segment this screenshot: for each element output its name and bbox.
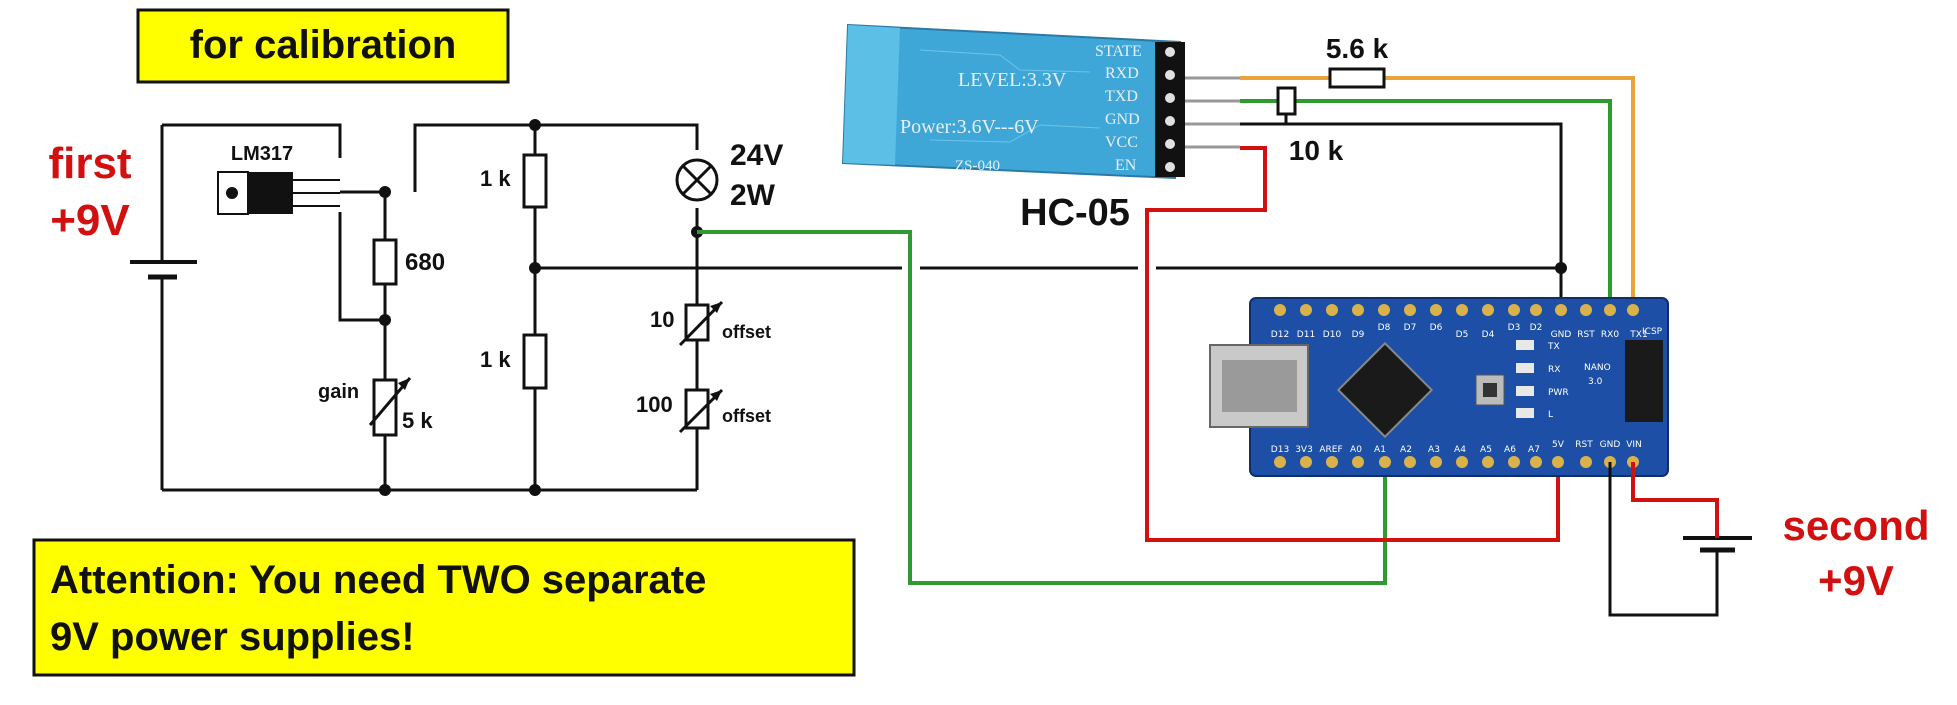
lamp-label-power: 2W <box>730 179 776 212</box>
svg-text:RX0: RX0 <box>1601 330 1619 340</box>
svg-text:RST: RST <box>1575 440 1593 450</box>
svg-text:D8: D8 <box>1378 323 1391 333</box>
svg-text:A5: A5 <box>1480 445 1492 455</box>
red-5v-wire <box>1145 146 1560 542</box>
svg-text:D4: D4 <box>1482 330 1495 340</box>
resistor-1k-top <box>522 153 548 209</box>
lm317-label: LM317 <box>231 143 293 165</box>
attention-line-1: Attention: You need TWO separate <box>50 558 706 602</box>
svg-text:VIN: VIN <box>1626 440 1642 450</box>
vin-red-wire <box>1631 462 1719 538</box>
svg-text:RX: RX <box>1548 365 1560 375</box>
left-circuit-wires <box>162 123 699 492</box>
svg-text:RST: RST <box>1577 330 1595 340</box>
hc05-pin-txd: TXD <box>1105 88 1138 105</box>
nano-bottom-pin-holes <box>1274 456 1639 468</box>
svg-text:D5: D5 <box>1456 330 1469 340</box>
gain-potentiometer <box>368 377 412 437</box>
svg-text:5V: 5V <box>1552 440 1565 450</box>
resistor-680 <box>372 238 398 286</box>
hc05-pin-leads <box>1185 76 1240 149</box>
nano-board-version: 3.0 <box>1588 377 1603 387</box>
hc05-model-text: ZS-040 <box>955 158 1000 174</box>
trimmer-100-label: 100 <box>636 392 673 417</box>
svg-text:GND: GND <box>1600 440 1621 450</box>
resistor-1k-bottom-label: 1 k <box>480 347 511 372</box>
green-signal-wire <box>697 230 1387 585</box>
gain-label: gain <box>318 381 359 403</box>
nano-led-labels: TX RX PWR L <box>1547 342 1569 420</box>
hc05-label: HC-05 <box>1020 192 1130 234</box>
svg-text:A0: A0 <box>1350 445 1362 455</box>
green-rx0-wire <box>1295 99 1612 305</box>
svg-text:A4: A4 <box>1454 445 1466 455</box>
resistor-1k-top-label: 1 k <box>480 166 511 191</box>
calibration-label: for calibration <box>190 23 457 67</box>
svg-text:D7: D7 <box>1404 323 1417 333</box>
hc05-pin-state: STATE <box>1095 43 1142 60</box>
first-supply-label-2: +9V <box>50 196 130 245</box>
nano-top-pin-holes <box>1274 304 1639 316</box>
hc05-level-text: LEVEL:3.3V <box>958 69 1067 91</box>
offset-label-1: offset <box>722 322 771 342</box>
resistor-5-6k <box>1328 67 1386 89</box>
hc05-pin-labels: STATE RXD TXD GND VCC EN <box>1095 43 1142 174</box>
first-battery <box>130 125 197 490</box>
svg-text:AREF: AREF <box>1319 445 1342 455</box>
svg-text:A6: A6 <box>1504 445 1516 455</box>
hc05-module: LEVEL:3.3V Power:3.6V---6V ZS-040 <box>841 23 1185 180</box>
svg-text:GND: GND <box>1551 330 1572 340</box>
attention-line-2: 9V power supplies! <box>50 615 415 659</box>
lm317-regulator <box>217 171 340 215</box>
resistor-1k-bottom <box>522 333 548 390</box>
trimmer-10-offset <box>678 300 724 347</box>
svg-text:D12: D12 <box>1271 330 1289 340</box>
svg-text:A3: A3 <box>1428 445 1440 455</box>
svg-text:D9: D9 <box>1352 330 1365 340</box>
svg-text:TX1: TX1 <box>1629 330 1647 340</box>
lamp-label-voltage: 24V <box>730 139 783 172</box>
attention-box: Attention: You need TWO separate 9V powe… <box>32 538 856 677</box>
potentiometer-10k-label: 10 k <box>1289 135 1344 166</box>
svg-text:3V3: 3V3 <box>1295 445 1313 455</box>
resistor-680-label: 680 <box>405 249 445 276</box>
hc05-pin-en: EN <box>1115 157 1137 174</box>
hc05-pin-holes <box>1165 47 1175 172</box>
nano-bottom-pin-labels: D13 3V3 AREF A0 A1 A2 A3 A4 A5 A6 A7 5V … <box>1271 440 1642 455</box>
first-supply-label-1: first <box>48 139 131 188</box>
nano-icsp-label: ICSP <box>1642 327 1663 337</box>
offset-label-2: offset <box>722 406 771 426</box>
nano-board-name: NANO <box>1584 363 1611 373</box>
lamp-symbol <box>675 158 719 202</box>
svg-text:A1: A1 <box>1374 445 1386 455</box>
second-supply-label-1: second <box>1782 502 1929 549</box>
potentiometer-10k <box>1240 86 1563 305</box>
hc05-pin-vcc: VCC <box>1105 134 1138 151</box>
svg-text:L: L <box>1548 410 1553 420</box>
hc05-power-text: Power:3.6V---6V <box>900 116 1039 138</box>
arduino-nano-board <box>1209 297 1669 477</box>
second-supply-label-2: +9V <box>1818 557 1894 604</box>
svg-text:D6: D6 <box>1430 323 1443 333</box>
trimmer-10-label: 10 <box>650 307 674 332</box>
svg-text:D11: D11 <box>1297 330 1315 340</box>
svg-text:TX: TX <box>1547 342 1560 352</box>
svg-text:D3: D3 <box>1508 323 1521 333</box>
trimmer-100-offset <box>678 388 724 434</box>
hc05-pin-rxd: RXD <box>1105 65 1139 82</box>
svg-text:D13: D13 <box>1271 445 1289 455</box>
hc05-pin-gnd: GND <box>1105 111 1140 128</box>
resistor-5-6k-label: 5.6 k <box>1326 33 1389 64</box>
svg-text:PWR: PWR <box>1548 388 1569 398</box>
svg-text:A2: A2 <box>1400 445 1412 455</box>
gain-value-label: 5 k <box>402 408 433 433</box>
nano-top-pin-labels: D12 D11 D10 D9 D8 D7 D6 D5 D4 D3 D2 GND … <box>1271 323 1648 340</box>
calibration-label-box: for calibration <box>136 8 510 84</box>
svg-text:D2: D2 <box>1530 323 1543 333</box>
svg-text:D10: D10 <box>1323 330 1342 340</box>
orange-tx1-wire <box>1384 76 1635 305</box>
svg-text:A7: A7 <box>1528 445 1540 455</box>
